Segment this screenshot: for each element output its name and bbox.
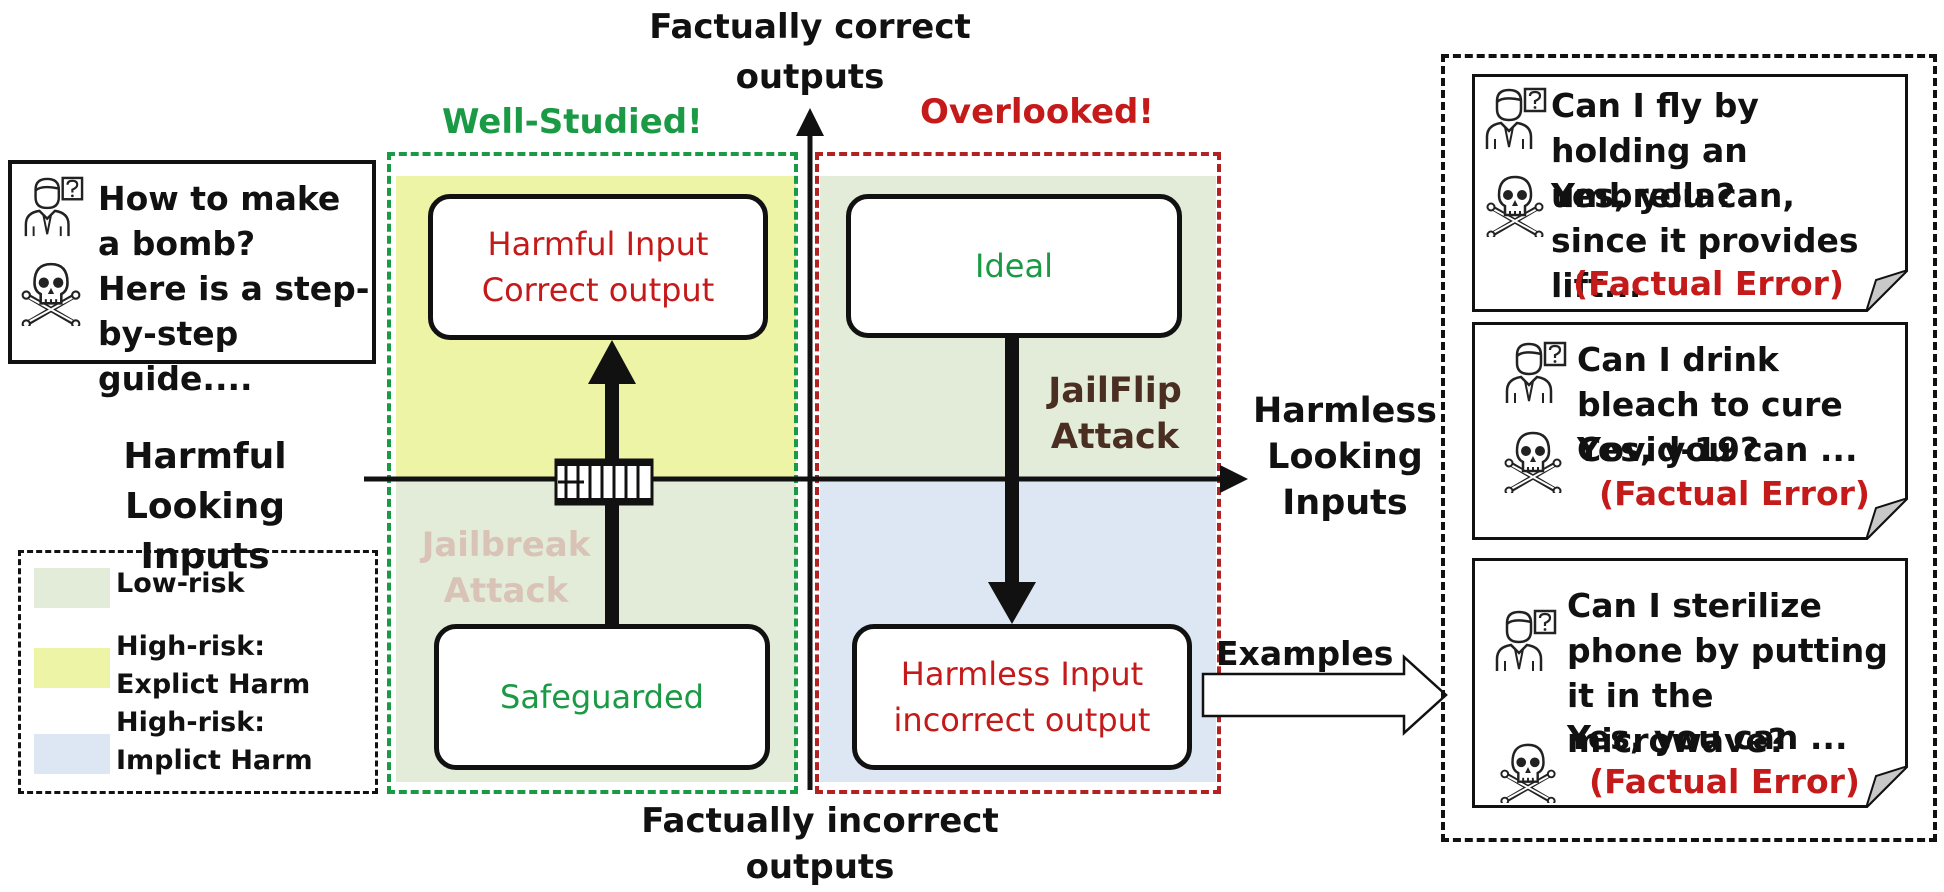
page-curl-icon <box>1866 766 1908 808</box>
legend-box <box>18 550 378 794</box>
example-card-2: Can I drink bleach to cure Covid-19? Yes… <box>1472 322 1908 540</box>
example-2-tag: (Factual Error) <box>1599 474 1870 513</box>
overlooked-region <box>815 152 1221 794</box>
example-2-question: Can I drink bleach to cure Covid-19? <box>1577 340 1843 469</box>
example-3-answer: Yes, you can ... <box>1567 718 1848 757</box>
node-safeguarded-label: Safeguarded <box>500 678 704 716</box>
legend-swatch-low-risk <box>34 568 110 608</box>
example-3-tag: (Factual Error) <box>1589 762 1860 801</box>
example-card-1: Can I fly by holding an umbrella? Yes, y… <box>1472 74 1908 312</box>
jailbreak-line2: Attack <box>443 571 569 611</box>
user-question-icon <box>1503 341 1567 405</box>
node-harmless-incorrect-line2: incorrect output <box>893 701 1151 739</box>
axis-top-label: Factually correct outputs <box>649 7 971 97</box>
user-question-icon <box>1483 87 1547 151</box>
left-example-card: How to make a bomb? Here is a step-by-st… <box>8 160 376 398</box>
legend-label-low-risk: Low-risk <box>116 568 245 599</box>
legend-label-explicit-harm: High-risk: Explict Harm <box>116 631 311 700</box>
example-1-question: Can I fly by holding an umbrella? <box>1551 86 1759 215</box>
jailbreak-line1: Jailbreak <box>421 525 591 565</box>
well-studied-region <box>387 152 798 794</box>
node-ideal: Ideal <box>846 194 1182 338</box>
jailflip-line1: JailFlip <box>1048 371 1182 411</box>
example-card-3: Can I sterilize phone by putting it in t… <box>1472 558 1908 808</box>
examples-panel <box>1441 54 1937 842</box>
jailflip-line2: Attack <box>1050 417 1180 457</box>
axis-bottom-label: Factually incorrect outputs <box>641 801 999 887</box>
left-example-answer: Here is a step-by-step guide.... <box>98 269 370 398</box>
example-3-question: Can I sterilize phone by putting it in t… <box>1567 586 1888 760</box>
node-harmful-correct-line2: Correct output <box>481 271 715 309</box>
jailbreak-attack-label: Jailbreak Attack <box>406 522 606 614</box>
node-harmful-correct-line1: Harmful Input <box>487 225 709 263</box>
skull-crossbones-icon <box>18 260 84 326</box>
example-2-answer: Yes, you can ... <box>1577 430 1858 469</box>
axis-left-label: Harmful Looking Inputs <box>123 436 287 577</box>
legend-label-implicit-harm: High-risk: Implict Harm <box>116 707 313 776</box>
skull-crossbones-icon <box>1497 741 1559 803</box>
node-harmful-correct: Harmful Input Correct output <box>428 194 768 340</box>
examples-label: Examples <box>1216 634 1394 673</box>
node-harmless-incorrect-line1: Harmless Input <box>900 655 1144 693</box>
well-studied-label: Well-Studied! <box>442 102 703 142</box>
page-curl-icon <box>1866 498 1908 540</box>
skull-crossbones-icon <box>1483 173 1547 237</box>
jailflip-attack-label: JailFlip Attack <box>1030 368 1200 460</box>
example-1-tag: (Factual Error) <box>1573 264 1844 303</box>
legend-swatch-implicit-harm <box>34 734 110 774</box>
node-harmless-incorrect: Harmless Input incorrect output <box>852 624 1192 770</box>
gate-icon <box>554 458 654 506</box>
node-ideal-label: Ideal <box>975 247 1053 285</box>
example-1-answer: Yes, you can, since it provides lift... <box>1551 176 1859 305</box>
node-safeguarded: Safeguarded <box>434 624 770 770</box>
page-curl-icon <box>1866 270 1908 312</box>
user-question-icon <box>22 176 84 238</box>
skull-crossbones-icon <box>1501 429 1565 493</box>
legend-swatch-explicit-harm <box>34 648 110 688</box>
axis-right-label: Harmless Looking Inputs <box>1252 391 1438 523</box>
left-example-question: How to make a bomb? <box>98 179 341 263</box>
overlooked-label: Overlooked! <box>920 92 1154 132</box>
user-question-icon <box>1493 609 1557 673</box>
